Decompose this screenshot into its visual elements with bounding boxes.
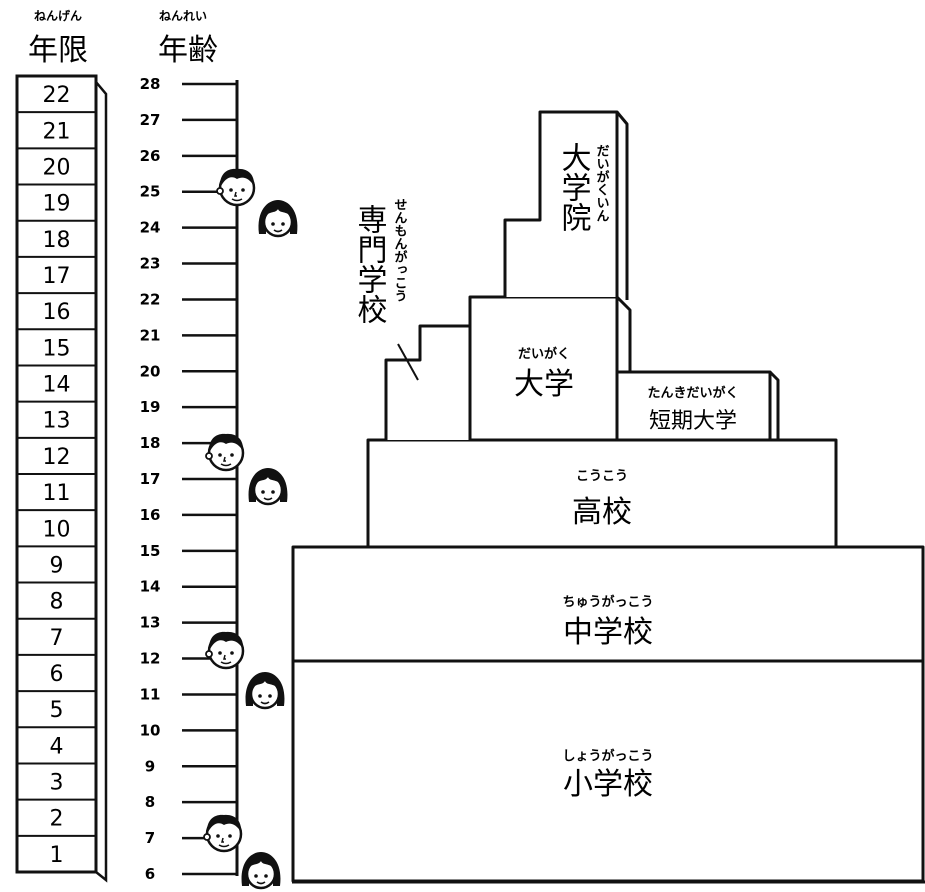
year-number: 4 (50, 734, 64, 759)
girl-face-icon (244, 670, 286, 710)
age-number: 13 (140, 614, 161, 632)
age-number: 22 (140, 290, 161, 308)
year-number: 10 (43, 517, 71, 542)
girl-face-icon (247, 466, 289, 506)
boy-face-icon (202, 813, 243, 853)
junior-high-label: 中学校 (563, 615, 653, 650)
boy-face-icon (204, 432, 245, 472)
junior-high-block (291, 545, 925, 663)
graduate-school-block-side (615, 111, 629, 300)
age-number: 28 (140, 75, 161, 93)
junior-college-ruby: たんきだいがく (647, 385, 738, 401)
vocational-school-label: 専門学校 (352, 204, 388, 324)
year-number: 18 (43, 228, 71, 253)
age-number: 21 (140, 326, 161, 344)
vocational-school-pointer (397, 343, 419, 381)
year-number: 7 (50, 626, 64, 651)
year-number: 12 (43, 445, 71, 470)
age-number: 9 (145, 757, 155, 775)
year-number: 19 (43, 192, 71, 217)
age-number: 7 (145, 829, 155, 847)
year-number: 2 (50, 807, 64, 832)
vocational-school-block (384, 324, 472, 440)
boy-face-icon (215, 167, 256, 207)
age-ticks: 28 27 26 25 24 23 22 21 20 19 18 17 16 15 14 13 12 11 10 9 8… (140, 75, 237, 883)
boy-face-icon (204, 630, 245, 670)
high-school-block (366, 438, 838, 549)
age-number: 16 (140, 506, 161, 524)
year-number: 20 (43, 155, 71, 180)
age-heading-ruby: ねんれい (159, 9, 207, 23)
year-number: 21 (43, 119, 71, 144)
age-number: 6 (145, 865, 155, 883)
years-heading: 年限 (28, 33, 88, 68)
year-number: 16 (43, 300, 71, 325)
age-heading: 年齢 (158, 33, 218, 68)
age-number: 10 (140, 721, 161, 739)
year-number: 3 (50, 771, 64, 796)
age-number: 23 (140, 255, 161, 273)
junior-college-label: 短期大学 (649, 409, 737, 434)
age-number: 19 (140, 398, 161, 416)
elementary-label: 小学校 (563, 767, 653, 802)
year-number: 9 (50, 553, 64, 578)
university-label: 大学 (514, 367, 574, 402)
year-number: 5 (50, 698, 64, 723)
elementary-block (291, 659, 925, 883)
girl-face-icon (240, 850, 282, 890)
year-number: 22 (43, 83, 71, 108)
age-number: 11 (140, 685, 161, 703)
age-number: 27 (140, 111, 161, 129)
elementary-ruby: しょうがっこう (562, 748, 653, 764)
graduate-school-ruby: だいがくいん (594, 144, 610, 222)
junior-college-block (615, 370, 772, 442)
year-number: 14 (43, 373, 71, 398)
age-number: 25 (140, 183, 161, 201)
university-block (468, 295, 619, 442)
age-number: 18 (140, 434, 161, 452)
age-number: 17 (140, 470, 161, 488)
year-number: 1 (50, 843, 64, 868)
graduate-school-block (503, 110, 619, 297)
years-heading-ruby: ねんげん (34, 8, 82, 23)
year-number: 17 (43, 264, 71, 289)
age-number: 14 (140, 578, 161, 596)
year-number: 11 (43, 481, 71, 506)
vocational-school-ruby: せんもんがっこう (392, 198, 408, 302)
high-school-ruby: こうこう (576, 469, 628, 484)
age-number: 15 (140, 542, 161, 560)
junior-college-block-side (768, 370, 780, 440)
year-number: 6 (50, 662, 64, 687)
girl-face-icon (257, 198, 299, 238)
university-ruby: だいがく (518, 346, 570, 362)
junior-high-ruby: ちゅうがっこう (562, 594, 653, 610)
age-number: 12 (140, 650, 161, 668)
year-number: 8 (50, 590, 64, 615)
high-school-label: 高校 (572, 495, 632, 530)
year-number: 13 (43, 409, 71, 434)
age-number: 20 (140, 362, 161, 380)
age-number: 8 (145, 793, 155, 811)
year-number: 15 (43, 336, 71, 361)
graduate-school-label: 大学院 (556, 142, 591, 232)
age-number: 24 (140, 219, 161, 237)
age-number: 26 (140, 147, 161, 165)
